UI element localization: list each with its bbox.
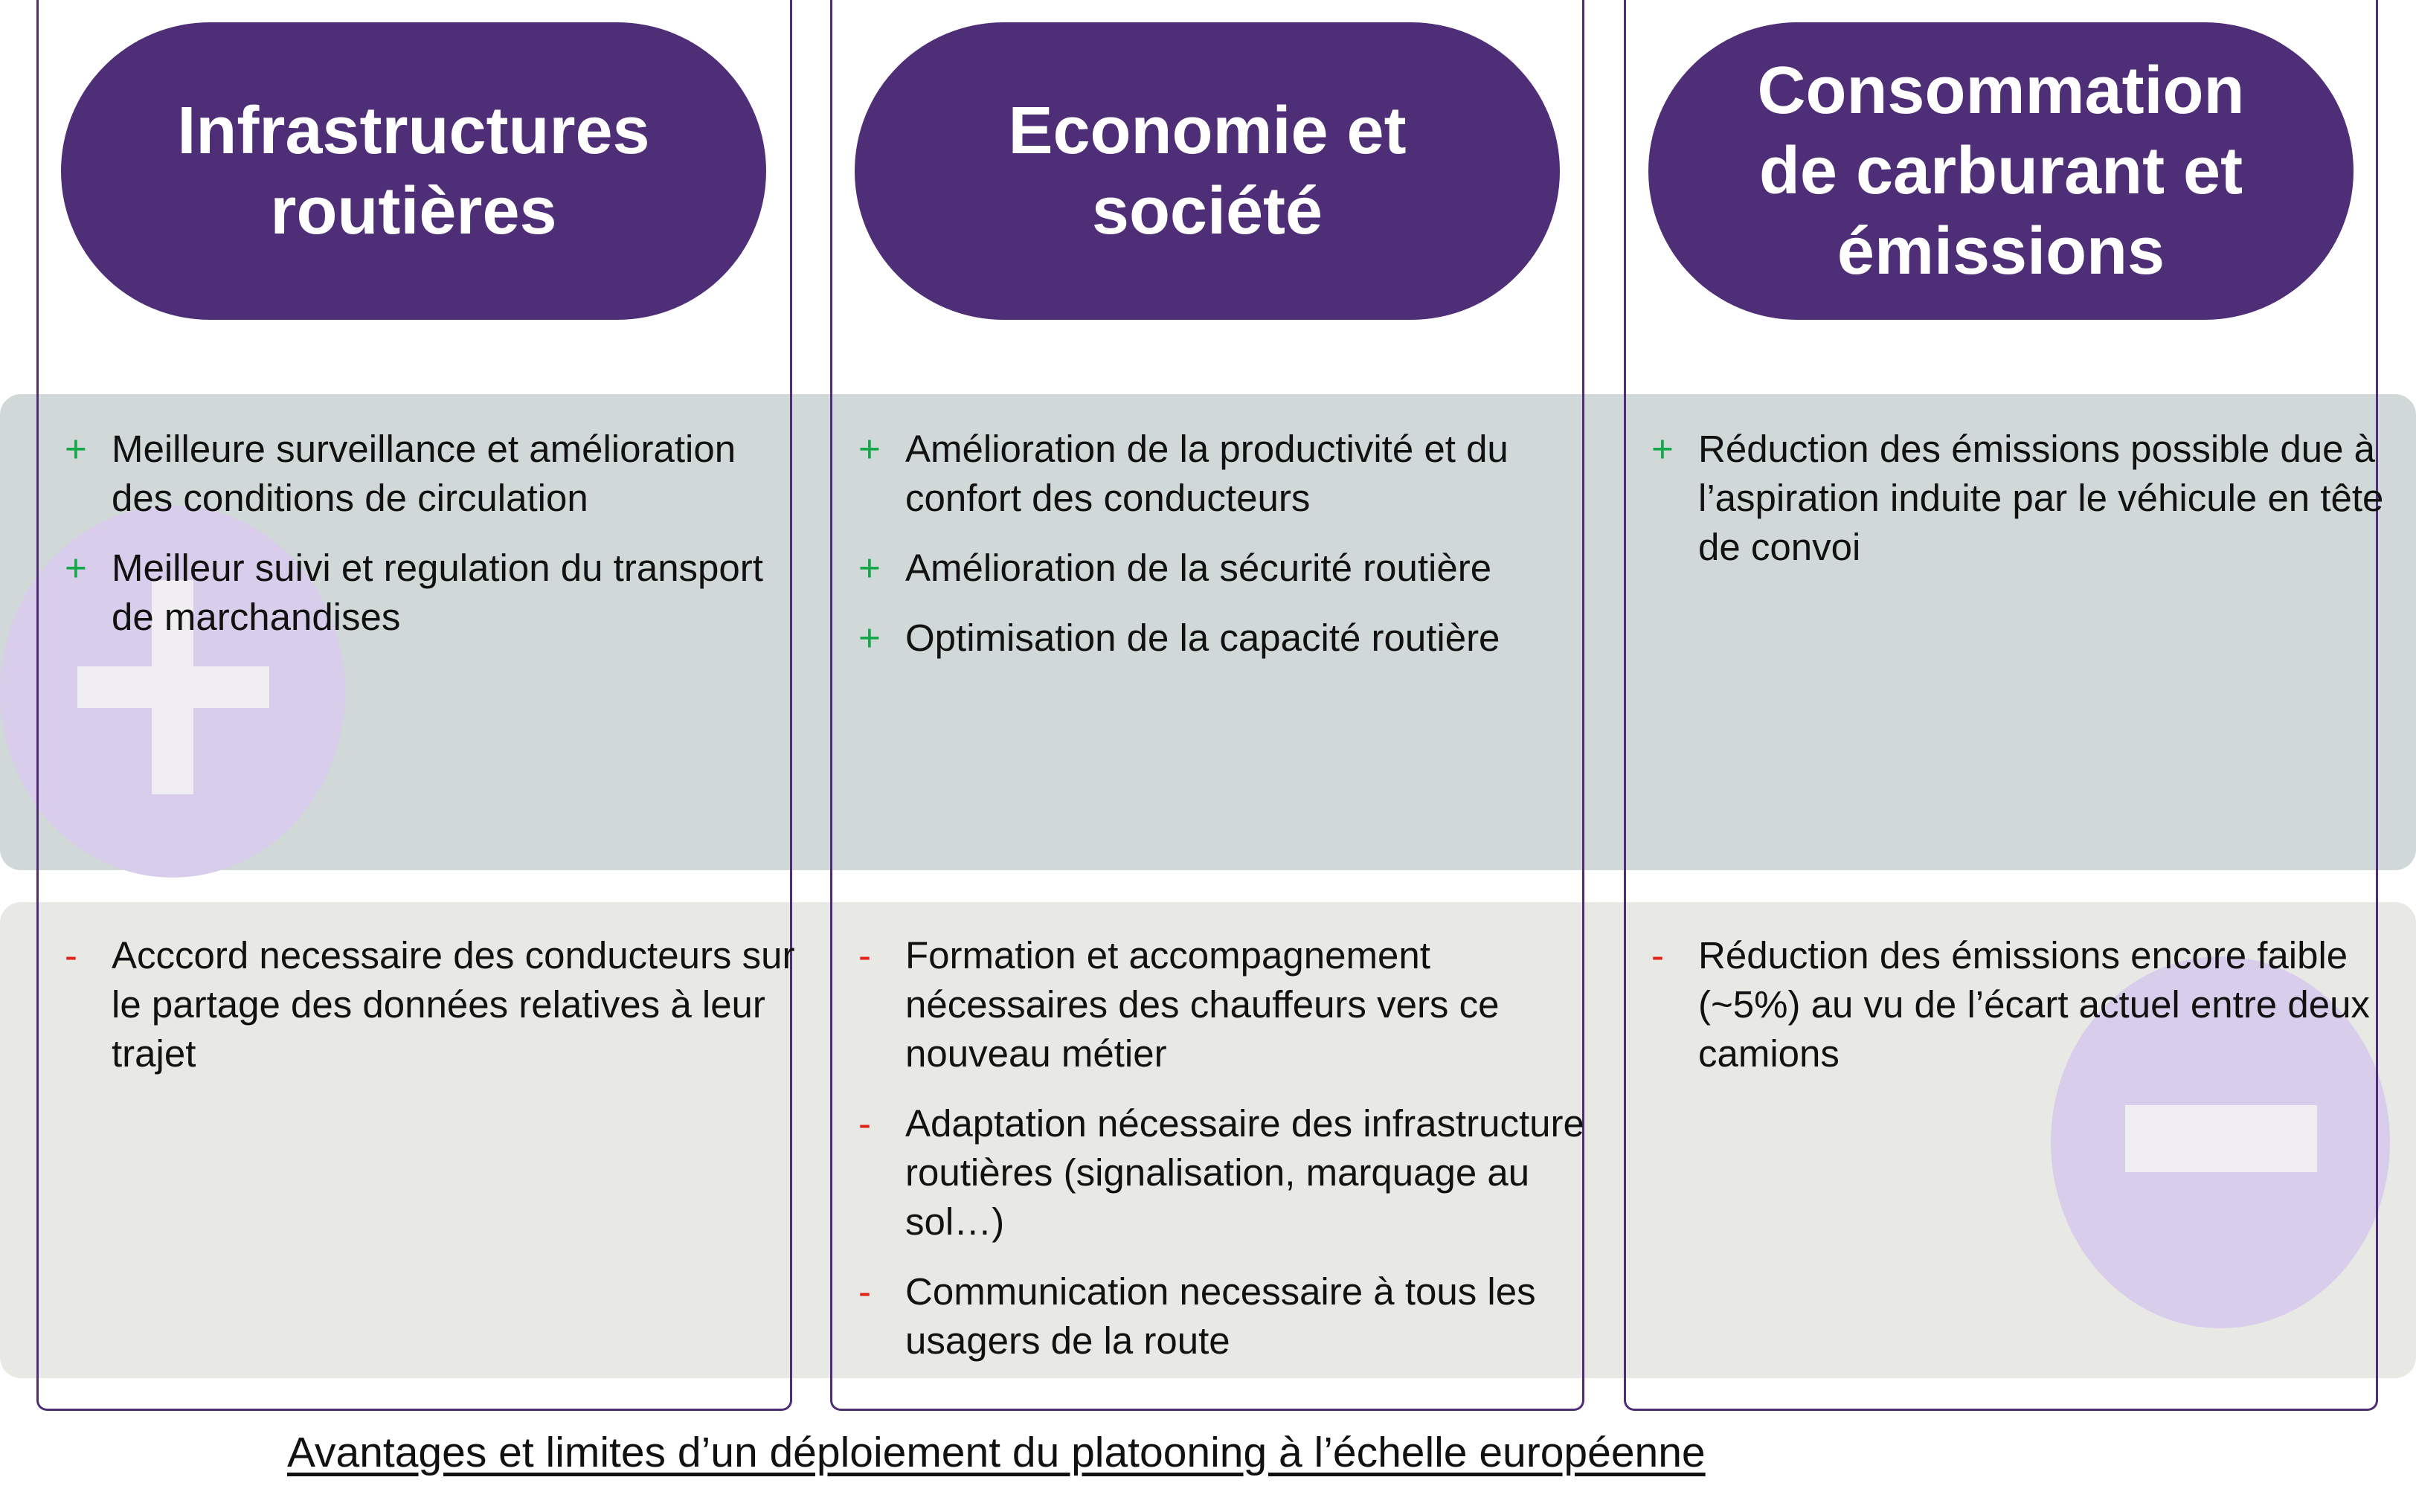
column-header-economie: Economie et société <box>855 22 1560 320</box>
advantage-item: + Meilleur suivi et regulation du transpo… <box>65 544 801 642</box>
minus-marker: - <box>1651 934 1664 977</box>
advantage-text: Amélioration de la productivité et du co… <box>905 428 1509 519</box>
limit-item: -Adaptation nécessaire des infrastructur… <box>858 1099 1595 1246</box>
advantage-item: + Optimisation de la capacité routière <box>858 614 1595 663</box>
advantage-item: + Meilleure surveillance et amélioration … <box>65 425 801 523</box>
minus-marker: - <box>858 934 871 977</box>
limit-item: -Formation et accompagnement nécessaires… <box>858 931 1595 1078</box>
advantages-list-consommation: + Réduction des émissions possible due à … <box>1651 425 2388 593</box>
column-frame-infrastructures <box>36 0 792 1411</box>
limit-text: Adaptation nécessaire des infrastructure… <box>905 1102 1584 1243</box>
advantage-text: Réduction des émissions possible due à l… <box>1698 428 2384 568</box>
limit-text: Réduction des émissions encore faible (~… <box>1698 934 2370 1075</box>
advantage-item: + Amélioration de la productivité et du c… <box>858 425 1595 523</box>
limits-list-infrastructures: -Acccord necessaire des conducteurs sur … <box>65 931 801 1099</box>
minus-marker: - <box>858 1102 871 1145</box>
figure-caption: Avantages et limites d’un déploiement du… <box>287 1429 1706 1476</box>
plus-marker: + <box>858 547 881 589</box>
minus-marker: - <box>858 1270 871 1313</box>
plus-icon-bar <box>77 666 269 708</box>
column-header-infrastructures: Infrastructures routières <box>61 22 766 320</box>
minus-marker: - <box>65 934 77 977</box>
limit-item: -Acccord necessaire des conducteurs sur … <box>65 931 801 1078</box>
advantages-list-economie: + Amélioration de la productivité et du c… <box>858 425 1595 683</box>
column-title: Infrastructures routières <box>177 94 650 248</box>
column-frame-consommation <box>1624 0 2378 1411</box>
limit-text: Communication necessaire à tous les usag… <box>905 1270 1536 1362</box>
limit-item: -Réduction des émissions encore faible (… <box>1651 931 2388 1078</box>
limits-list-economie: -Formation et accompagnement nécessaires… <box>858 931 1595 1386</box>
advantage-text: Meilleure surveillance et amélioration d… <box>112 428 736 519</box>
advantage-text: Optimisation de la capacité routière <box>905 617 1500 659</box>
limit-text: Formation et accompagnement nécessaires … <box>905 934 1500 1075</box>
plus-marker: + <box>1651 428 1674 470</box>
column-title: Economie et société <box>1008 94 1407 248</box>
plus-marker: + <box>65 428 87 470</box>
limit-item: -Communication necessaire à tous les usa… <box>858 1267 1595 1365</box>
minus-icon <box>2125 1105 2317 1172</box>
advantage-item: + Réduction des émissions possible due à … <box>1651 425 2388 572</box>
limits-band <box>0 902 2416 1378</box>
limit-text: Acccord necessaire des conducteurs sur l… <box>112 934 795 1075</box>
limits-list-consommation: -Réduction des émissions encore faible (… <box>1651 931 2388 1099</box>
advantage-item: + Amélioration de la sécurité routière <box>858 544 1595 593</box>
plus-marker: + <box>858 428 881 470</box>
advantage-text: Meilleur suivi et regulation du transpor… <box>112 547 763 638</box>
advantages-list-infrastructures: + Meilleure surveillance et amélioration … <box>65 425 801 663</box>
column-title: Consommation de carburant et émissions <box>1757 54 2245 289</box>
column-frame-economie <box>830 0 1584 1411</box>
advantages-band <box>0 394 2416 870</box>
plus-marker: + <box>858 617 881 659</box>
advantage-text: Amélioration de la sécurité routière <box>905 547 1492 589</box>
plus-marker: + <box>65 547 87 589</box>
column-header-consommation: Consommation de carburant et émissions <box>1648 22 2354 320</box>
